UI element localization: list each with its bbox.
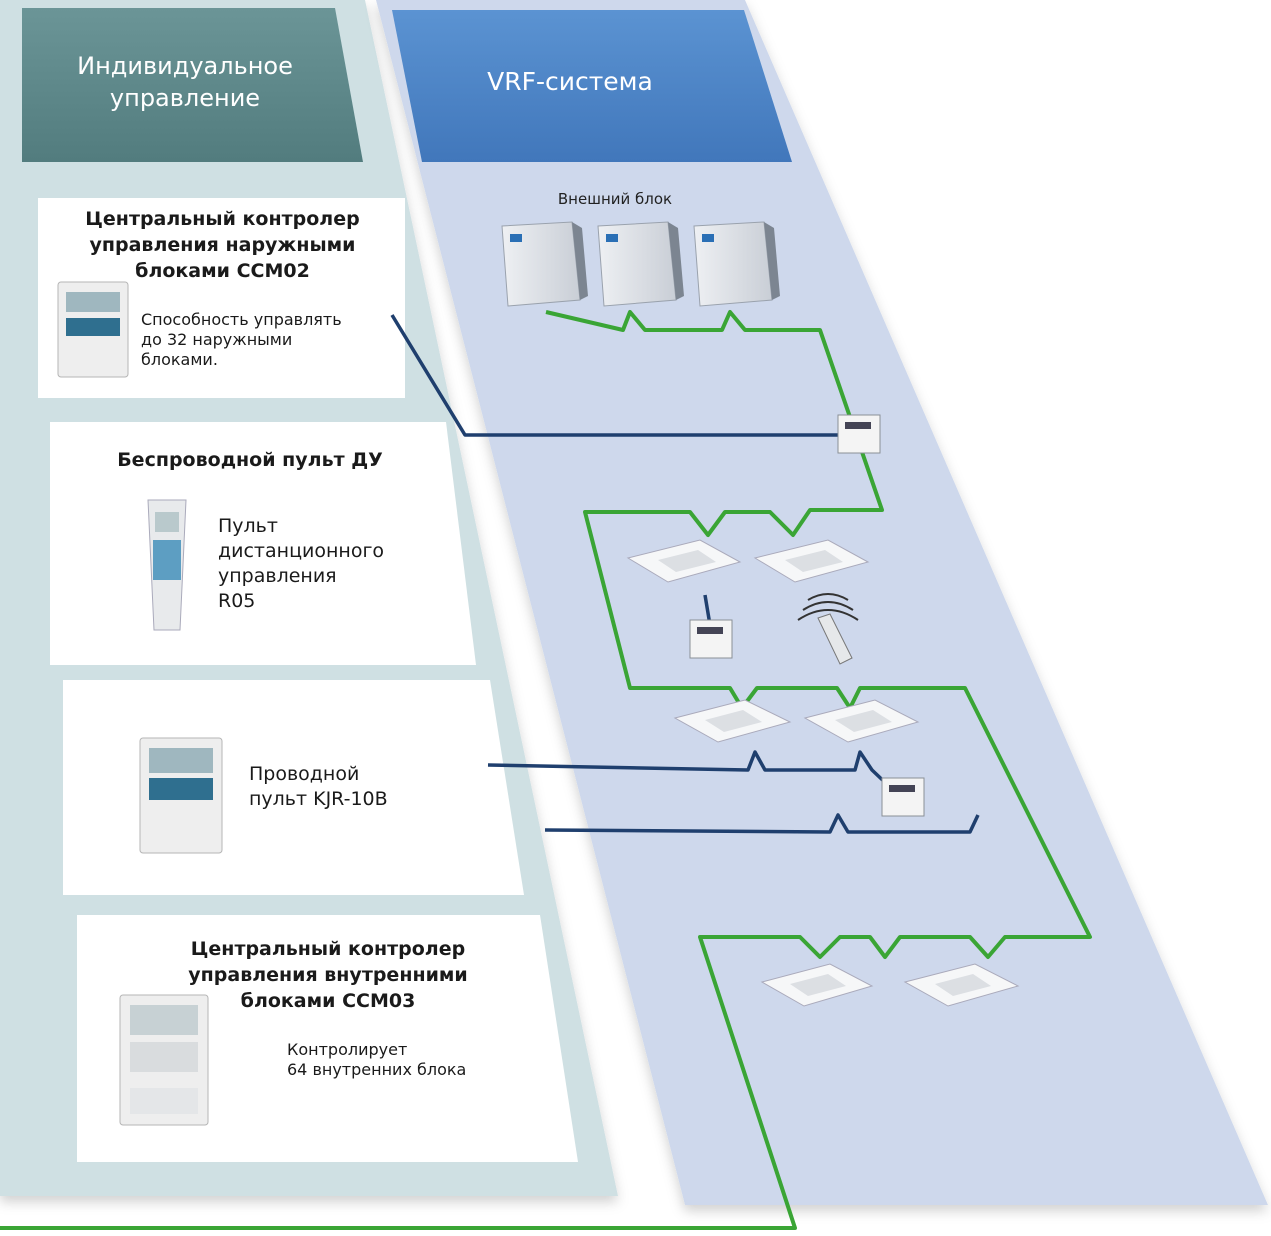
ccm03-description: Контролирует 64 внутренних блока <box>287 1040 467 1079</box>
outdoor-unit-3 <box>693 221 780 307</box>
r05-remote-image <box>147 499 187 631</box>
outdoor-unit-1 <box>501 221 588 307</box>
wireless-description: Пульт дистанционного управления R05 <box>218 515 385 612</box>
ccm02-description: Способность управлять до 32 наружными бл… <box>141 310 342 369</box>
panel-wired-cassette-2 <box>881 777 925 817</box>
outdoor-unit-label: Внешний блок <box>557 190 673 208</box>
panel-wired-cassette-1 <box>689 619 733 659</box>
cassette-unit-1 <box>626 539 742 583</box>
diagram-remote <box>817 613 853 665</box>
wireless-title: Беспроводной пульт ДУ <box>117 449 383 471</box>
cassette-unit-2 <box>753 539 870 583</box>
panel-outdoor-gateway <box>837 414 881 454</box>
wireless-signal-icon <box>797 593 859 621</box>
card-ccm02-bg <box>38 198 405 398</box>
wired-description: Проводной пульт KJR-10B <box>249 763 388 810</box>
cassette-unit-3 <box>673 699 792 743</box>
kjr10b-device-image <box>139 737 223 854</box>
vrf-header-label: VRF-система <box>487 67 653 96</box>
ccm03-title: Центральный контролер управления внутрен… <box>188 938 468 1012</box>
individual-header-label: Индивидуальное управление <box>77 52 293 112</box>
individual-header-shape <box>22 8 363 162</box>
vrf-header-shape <box>392 10 792 162</box>
cassette-unit-6 <box>903 963 1020 1007</box>
cassette-unit-4 <box>803 699 920 743</box>
ccm02-device-image <box>57 281 129 378</box>
outdoor-unit-2 <box>597 221 684 307</box>
ccm03-device-image <box>119 994 209 1126</box>
cassette-unit-5 <box>760 963 874 1007</box>
ccm02-title: Центральный контролер управления наружны… <box>85 208 360 282</box>
